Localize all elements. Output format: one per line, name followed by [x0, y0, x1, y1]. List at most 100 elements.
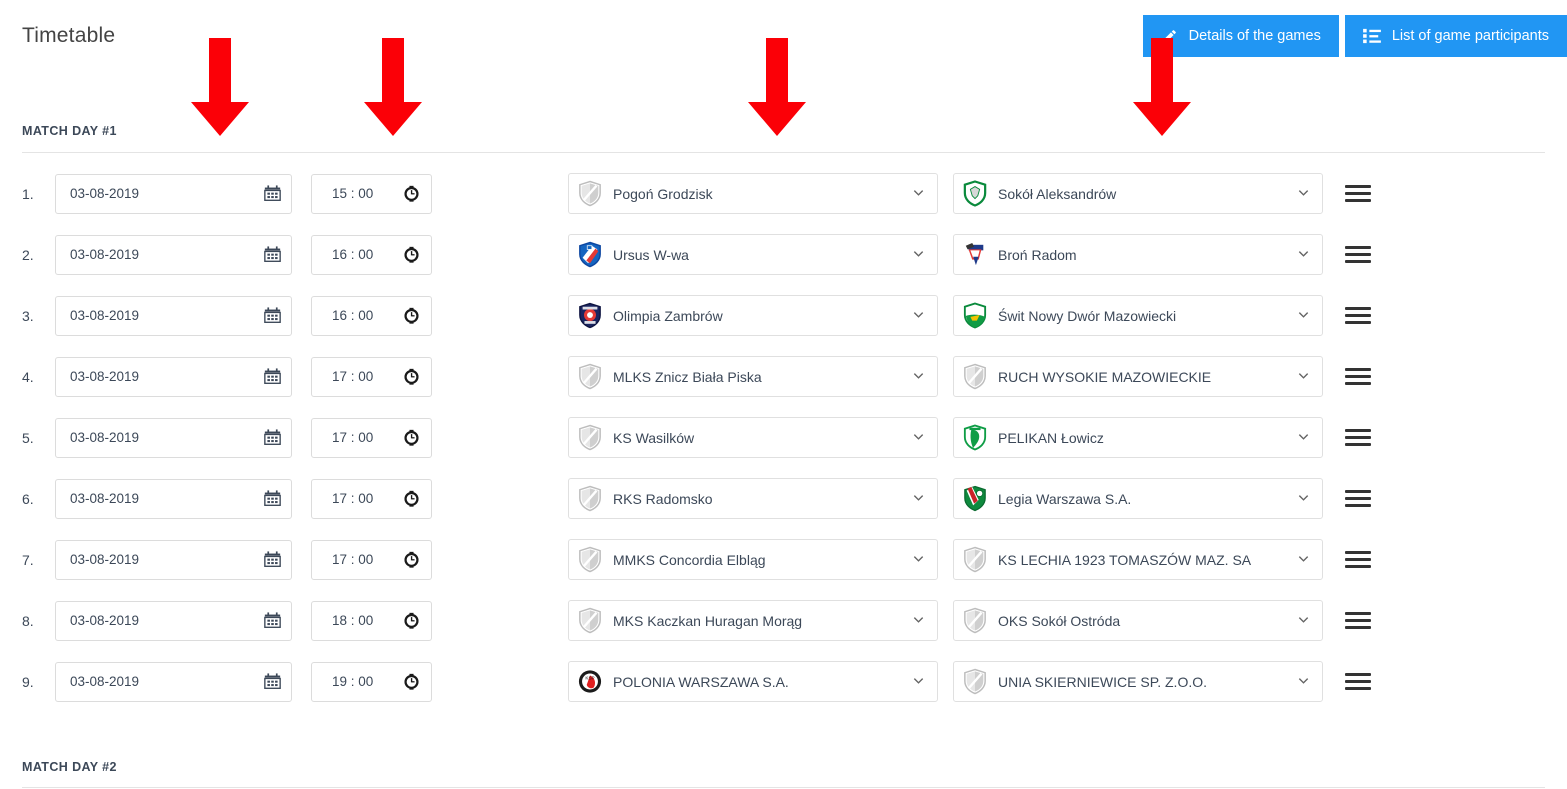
- list-icon: [1362, 28, 1381, 44]
- drag-handle-icon[interactable]: [1345, 425, 1371, 451]
- chevron-down-icon[interactable]: [912, 369, 925, 385]
- home-team-select[interactable]: Olimpia Zambrów: [568, 295, 938, 336]
- clock-icon[interactable]: [403, 185, 420, 202]
- list-of-game-participants-button[interactable]: List of game participants: [1344, 15, 1567, 57]
- chevron-down-icon[interactable]: [1297, 491, 1310, 507]
- chevron-down-icon[interactable]: [912, 247, 925, 263]
- calendar-icon[interactable]: [264, 429, 281, 446]
- drag-handle-icon[interactable]: [1345, 547, 1371, 573]
- chevron-down-icon[interactable]: [912, 674, 925, 690]
- away-team-select[interactable]: Sokół Aleksandrów: [953, 173, 1323, 214]
- away-team-select[interactable]: UNIA SKIERNIEWICE SP. Z.O.O.: [953, 661, 1323, 702]
- home-team-select[interactable]: Pogoń Grodzisk: [568, 173, 938, 214]
- home-team-select[interactable]: MLKS Znicz Biała Piska: [568, 356, 938, 397]
- away-team-name: Legia Warszawa S.A.: [998, 490, 1132, 507]
- chevron-down-icon[interactable]: [1297, 613, 1310, 629]
- home-team-select[interactable]: MMKS Concordia Elbląg: [568, 539, 938, 580]
- time-input[interactable]: 17 : 00: [311, 539, 432, 580]
- date-input[interactable]: 03-08-2019: [55, 295, 292, 336]
- arrow-details-button: [1132, 38, 1192, 136]
- home-team-crest-icon: [577, 180, 603, 208]
- home-team-select[interactable]: Ursus W-wa: [568, 234, 938, 275]
- calendar-icon[interactable]: [264, 551, 281, 568]
- time-input[interactable]: 17 : 00: [311, 356, 432, 397]
- away-team-select[interactable]: KS LECHIA 1923 TOMASZÓW MAZ. SA: [953, 539, 1323, 580]
- time-value: 17 : 00: [332, 369, 374, 384]
- calendar-icon[interactable]: [264, 307, 281, 324]
- calendar-icon[interactable]: [264, 185, 281, 202]
- clock-icon[interactable]: [403, 368, 420, 385]
- calendar-icon[interactable]: [264, 612, 281, 629]
- date-input[interactable]: 03-08-2019: [55, 356, 292, 397]
- away-team-crest-icon: [962, 180, 988, 208]
- away-team-select[interactable]: Broń Radom: [953, 234, 1323, 275]
- arrow-time-column: [363, 38, 423, 136]
- date-input[interactable]: 03-08-2019: [55, 661, 292, 702]
- drag-handle-icon[interactable]: [1345, 669, 1371, 695]
- drag-handle-icon[interactable]: [1345, 242, 1371, 268]
- svg-text:KSP: KSP: [585, 676, 594, 681]
- chevron-down-icon[interactable]: [912, 552, 925, 568]
- matchday-2-label: MATCH DAY #2: [22, 760, 117, 774]
- calendar-icon[interactable]: [264, 490, 281, 507]
- time-input[interactable]: 17 : 00: [311, 417, 432, 458]
- home-team-crest-icon: [577, 302, 603, 330]
- drag-handle-icon[interactable]: [1345, 181, 1371, 207]
- clock-icon[interactable]: [403, 490, 420, 507]
- clock-icon[interactable]: [403, 429, 420, 446]
- chevron-down-icon[interactable]: [1297, 674, 1310, 690]
- away-team-select[interactable]: PELIKAN Łowicz: [953, 417, 1323, 458]
- home-team-name: RKS Radomsko: [613, 490, 713, 507]
- date-input[interactable]: 03-08-2019: [55, 600, 292, 641]
- time-input[interactable]: 18 : 00: [311, 600, 432, 641]
- drag-handle-icon[interactable]: [1345, 486, 1371, 512]
- chevron-down-icon[interactable]: [912, 491, 925, 507]
- home-team-select[interactable]: KS Wasilków: [568, 417, 938, 458]
- row-number: 1.: [22, 185, 34, 202]
- clock-icon[interactable]: [403, 307, 420, 324]
- date-input[interactable]: 03-08-2019: [55, 417, 292, 458]
- date-input[interactable]: 03-08-2019: [55, 539, 292, 580]
- chevron-down-icon[interactable]: [1297, 247, 1310, 263]
- chevron-down-icon[interactable]: [1297, 552, 1310, 568]
- drag-handle-icon[interactable]: [1345, 364, 1371, 390]
- chevron-down-icon[interactable]: [912, 186, 925, 202]
- chevron-down-icon[interactable]: [912, 430, 925, 446]
- home-team-crest-icon: [577, 485, 603, 513]
- time-input[interactable]: 19 : 00: [311, 661, 432, 702]
- calendar-icon[interactable]: [264, 246, 281, 263]
- time-input[interactable]: 16 : 00: [311, 295, 432, 336]
- away-team-select[interactable]: Świt Nowy Dwór Mazowiecki: [953, 295, 1323, 336]
- drag-handle-icon[interactable]: [1345, 303, 1371, 329]
- clock-icon[interactable]: [403, 673, 420, 690]
- home-team-crest-icon: [577, 424, 603, 452]
- away-team-select[interactable]: RUCH WYSOKIE MAZOWIECKIE: [953, 356, 1323, 397]
- date-input[interactable]: 03-08-2019: [55, 173, 292, 214]
- away-team-select[interactable]: OKS Sokół Ostróda: [953, 600, 1323, 641]
- chevron-down-icon[interactable]: [1297, 430, 1310, 446]
- matchday-2-divider: [22, 787, 1545, 788]
- clock-icon[interactable]: [403, 551, 420, 568]
- clock-icon[interactable]: [403, 612, 420, 629]
- date-input[interactable]: 03-08-2019: [55, 234, 292, 275]
- home-team-select[interactable]: MKS Kaczkan Huragan Morąg: [568, 600, 938, 641]
- chevron-down-icon[interactable]: [1297, 186, 1310, 202]
- details-of-the-games-button[interactable]: Details of the games: [1142, 15, 1339, 57]
- drag-handle-icon[interactable]: [1345, 608, 1371, 634]
- clock-icon[interactable]: [403, 246, 420, 263]
- time-input[interactable]: 15 : 00: [311, 173, 432, 214]
- calendar-icon[interactable]: [264, 368, 281, 385]
- date-input[interactable]: 03-08-2019: [55, 478, 292, 519]
- away-team-select[interactable]: Legia Warszawa S.A.: [953, 478, 1323, 519]
- chevron-down-icon[interactable]: [1297, 308, 1310, 324]
- time-input[interactable]: 17 : 00: [311, 478, 432, 519]
- calendar-icon[interactable]: [264, 673, 281, 690]
- chevron-down-icon[interactable]: [1297, 369, 1310, 385]
- chevron-down-icon[interactable]: [912, 613, 925, 629]
- home-team-select[interactable]: RKS Radomsko: [568, 478, 938, 519]
- time-input[interactable]: 16 : 00: [311, 234, 432, 275]
- chevron-down-icon[interactable]: [912, 308, 925, 324]
